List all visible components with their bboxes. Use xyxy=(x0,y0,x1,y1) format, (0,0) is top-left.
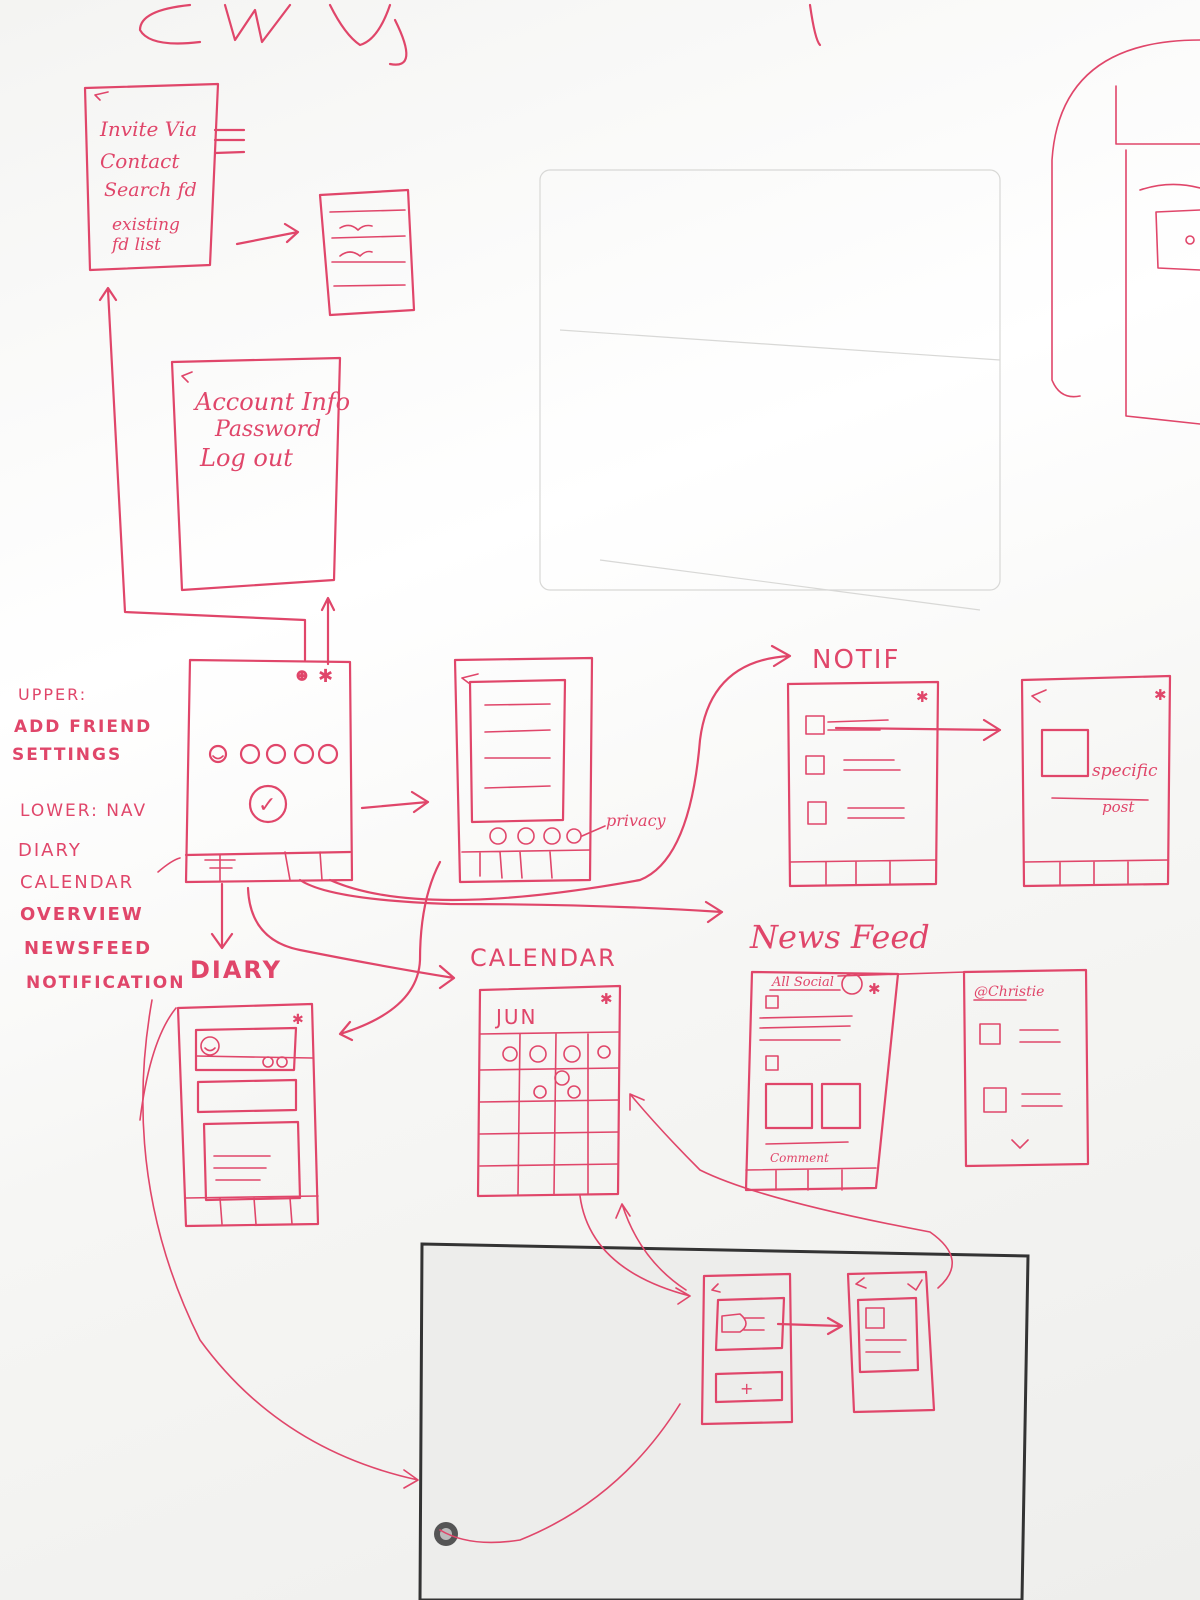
invite-item: existing xyxy=(112,215,180,235)
settings-item: Account Info xyxy=(193,388,350,416)
diary-star-icon: ✱ xyxy=(292,1012,304,1028)
legend: UPPER: ADD FRIEND SETTINGS LOWER: NAV DI… xyxy=(12,685,185,993)
legend-lower-item: CALENDAR xyxy=(20,872,134,893)
entry-list-screen: + xyxy=(700,1272,794,1426)
legend-pointer xyxy=(157,857,181,873)
arrow-entry-to-editor xyxy=(776,1316,844,1336)
arrow-home-to-diary xyxy=(210,882,234,950)
notif-heading: NOTIF xyxy=(812,645,900,675)
calendar-star-icon: ✱ xyxy=(600,990,613,1008)
post-label: post xyxy=(1102,798,1135,816)
contact-list-screen xyxy=(318,188,416,317)
arrow-panel-loop xyxy=(439,1403,681,1544)
legend-lower-item: OVERVIEW xyxy=(20,904,144,925)
privacy-label: privacy xyxy=(606,811,667,830)
specific-post-screen: ✱ specific post xyxy=(1020,674,1172,888)
newsfeed-screen: All Social ✱ Comment xyxy=(744,970,900,1192)
invite-screen: Invite Via Contact Search fd existing fd… xyxy=(83,82,246,272)
newsfeed-heading: News Feed xyxy=(749,918,930,956)
cabinet-panel xyxy=(418,1242,1030,1600)
arrow-notif-to-post xyxy=(834,718,1002,742)
post-label: specific xyxy=(1092,761,1158,781)
profile-name: @Christie xyxy=(974,984,1044,1000)
post-star-icon: ✱ xyxy=(1154,686,1167,704)
arrow-home-to-settings xyxy=(320,596,336,666)
calendar-month: JUN xyxy=(494,1005,538,1029)
detail-screen: privacy xyxy=(453,656,667,884)
arrow-invite-to-list xyxy=(235,222,300,246)
legend-lower-heading: LOWER: NAV xyxy=(20,801,147,821)
arrow-home-to-calendar xyxy=(246,886,456,990)
arrow-calendar-to-entry xyxy=(579,1195,691,1305)
arrow-diary-margin xyxy=(139,1007,177,1121)
legend-upper-heading: UPPER: xyxy=(18,685,87,704)
arrow-home-to-invite xyxy=(98,286,307,662)
diary-heading: DIARY xyxy=(190,956,282,984)
arrow-newsfeed-to-profile xyxy=(837,971,967,977)
settings-item: Password xyxy=(214,417,321,442)
newsfeed-add-icon xyxy=(841,973,863,995)
arrow-home-to-notif xyxy=(328,644,792,902)
newsfeed-comment: Comment xyxy=(770,1151,829,1165)
entry-editor-screen xyxy=(846,1270,936,1414)
settings-star-icon: ✱ xyxy=(318,666,333,687)
check-circle-icon xyxy=(248,784,288,824)
arrow-editor-to-calendar xyxy=(629,1093,954,1289)
privacy-check-icon xyxy=(489,827,507,845)
newsfeed-star-icon: ✱ xyxy=(868,980,881,998)
arrow-home-to-newsfeed xyxy=(298,878,724,924)
add-friend-icon: ⊕ xyxy=(296,668,308,684)
legend-lower-item: NOTIFICATION xyxy=(26,973,185,993)
invite-item: Search fd xyxy=(104,179,197,201)
arrow-entry-to-calendar xyxy=(615,1203,687,1291)
title-fragment xyxy=(138,3,822,66)
legend-lower-item: DIARY xyxy=(18,840,82,861)
check-mark: ✓ xyxy=(258,793,276,818)
invite-item: Contact xyxy=(100,149,180,173)
calendar-screen: ✱ JUN xyxy=(476,984,622,1198)
top-right-sketch xyxy=(1051,39,1200,425)
board-reflections xyxy=(539,169,1001,611)
invite-item: fd list xyxy=(110,235,161,255)
profile-screen: @Christie xyxy=(962,968,1090,1168)
invite-item: Invite Via xyxy=(99,117,197,141)
settings-item: Log out xyxy=(199,444,293,472)
arrow-home-to-detail xyxy=(360,790,430,814)
home-screen: ⊕ ✱ ✓ xyxy=(184,658,354,884)
arrow-detail-to-diary xyxy=(338,860,442,1042)
arrow-diary-to-panel xyxy=(142,999,419,1489)
legend-upper-item: ADD FRIEND xyxy=(14,717,152,737)
mood-faces-row xyxy=(208,743,339,765)
chevron-down-icon xyxy=(1011,1139,1029,1149)
legend-upper-item: SETTINGS xyxy=(12,745,122,765)
add-entry-icon: + xyxy=(740,1379,753,1398)
settings-screen: Account Info Password Log out xyxy=(170,356,350,592)
legend-lower-item: NEWSFEED xyxy=(24,938,152,959)
notif-list-screen: ✱ xyxy=(786,680,940,888)
notif-star-icon: ✱ xyxy=(916,688,929,706)
diary-screen: ✱ xyxy=(176,1002,320,1228)
newsfeed-tab: All Social xyxy=(771,975,834,990)
calendar-heading: CALENDAR xyxy=(470,944,617,972)
